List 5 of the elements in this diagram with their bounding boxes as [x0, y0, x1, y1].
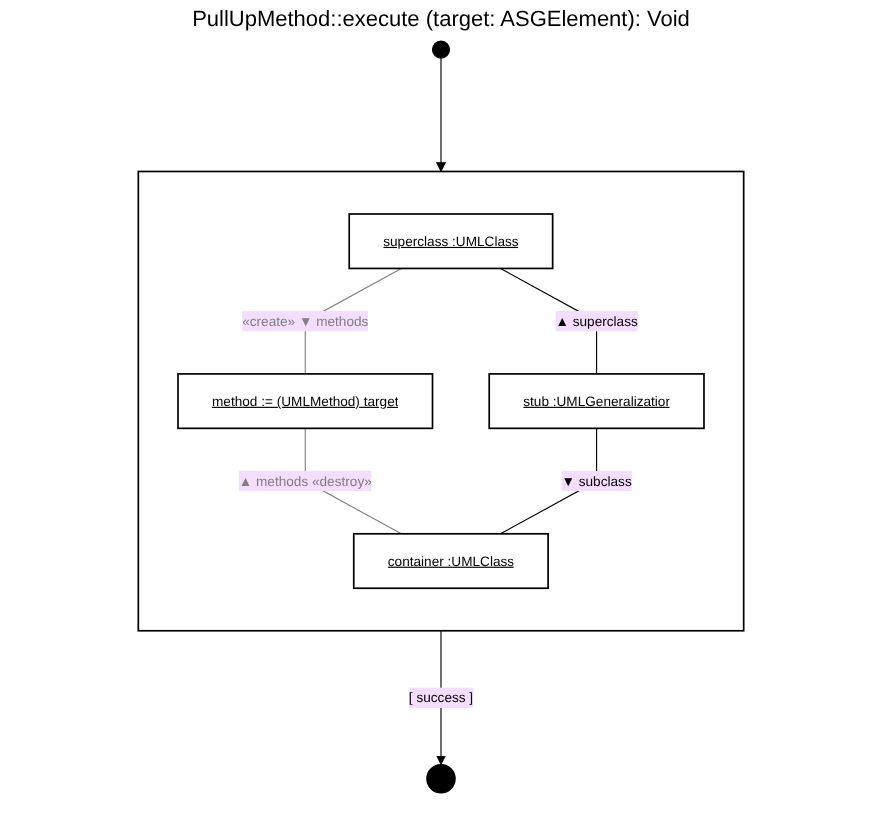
node-bullseye: [426, 764, 456, 794]
diagram-title: PullUpMethod::execute (target: ASGElement): Void: [190, 8, 692, 32]
cluster: [137, 170, 745, 632]
node-circle: [431, 40, 451, 59]
arrow: [436, 57, 446, 172]
